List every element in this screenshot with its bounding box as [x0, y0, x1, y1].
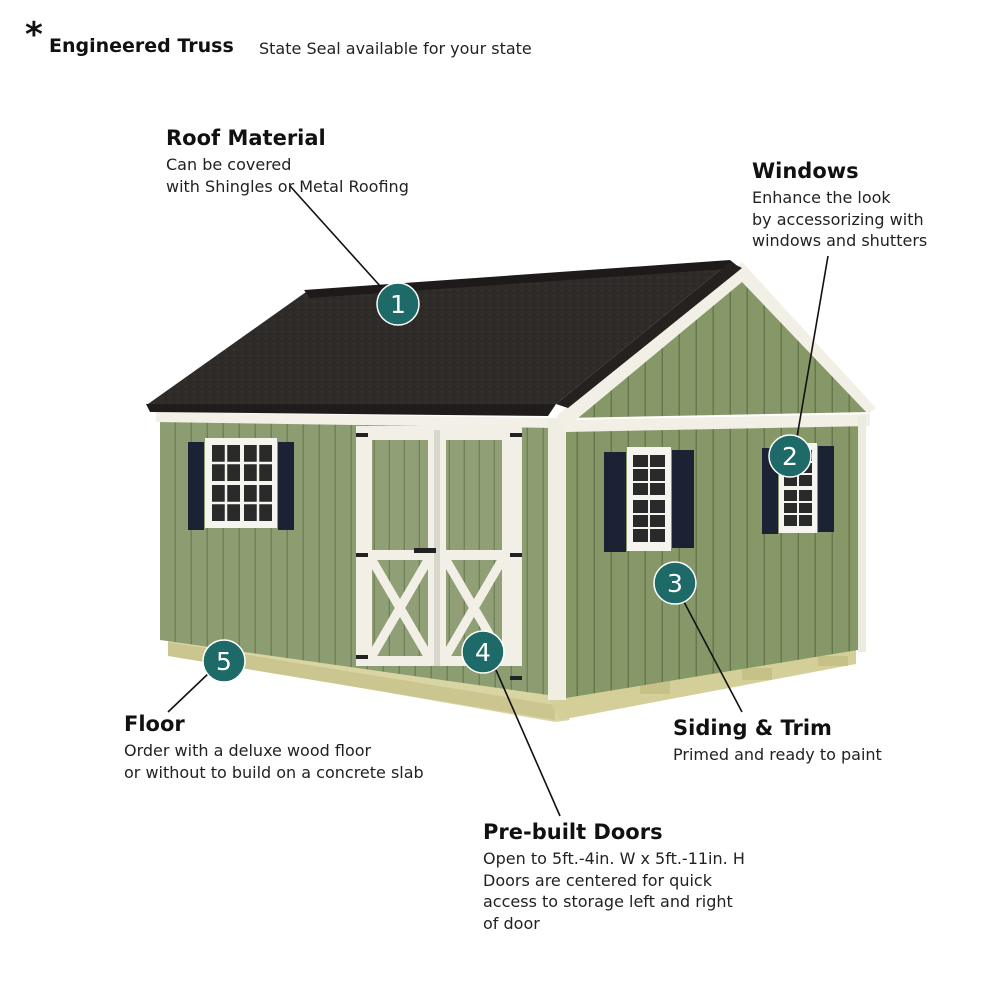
callout-roof-material: Roof Material Can be covered with Shingl… — [166, 126, 409, 197]
pre-built-doors-line-1: Open to 5ft.-4in. W x 5ft.-11in. H — [483, 849, 745, 868]
pre-built-doors-line-3: access to storage left and right — [483, 892, 733, 911]
marker-2-number: 2 — [782, 442, 798, 471]
callout-siding-trim: Siding & Trim Primed and ready to paint — [673, 716, 882, 766]
callout-floor: Floor Order with a deluxe wood floor or … — [124, 712, 424, 783]
floor-title: Floor — [124, 712, 185, 736]
leader-line-roof — [289, 185, 382, 288]
callout-windows: Windows Enhance the look by accessorizin… — [752, 159, 927, 252]
windows-line-2: by accessorizing with — [752, 209, 924, 229]
windows-line-1: Enhance the look — [752, 188, 891, 207]
side-window-1 — [604, 447, 694, 552]
leader-line-windows — [796, 255, 829, 438]
roof-material-title: Roof Material — [166, 126, 326, 150]
marker-4-number: 4 — [475, 638, 491, 667]
marker-5-number: 5 — [216, 647, 232, 676]
floor-line-2: or without to build on a concrete slab — [124, 762, 424, 782]
engineered-truss-title: Engineered Truss — [49, 35, 234, 57]
roof-material-line-1: Can be covered — [166, 155, 292, 174]
pre-built-doors-line-4: of door — [483, 913, 540, 933]
marker-1-number: 1 — [390, 290, 406, 319]
siding-trim-title: Siding & Trim — [673, 716, 832, 740]
windows-title: Windows — [752, 159, 859, 183]
floor-line-1: Order with a deluxe wood floor — [124, 741, 372, 760]
pre-built-doors-line-2: Doors are centered for quick — [483, 870, 712, 890]
marker-5: 5 — [202, 639, 246, 683]
asterisk: * — [25, 15, 43, 55]
pre-built-doors-title: Pre-built Doors — [483, 820, 663, 844]
siding-trim-line-1: Primed and ready to paint — [673, 745, 882, 764]
leader-lines — [167, 185, 829, 817]
marker-2: 2 — [768, 434, 812, 478]
marker-1: 1 — [376, 282, 420, 326]
leader-line-doors — [495, 669, 561, 817]
marker-4: 4 — [461, 630, 505, 674]
leader-line-floor — [167, 671, 211, 713]
windows-line-3: windows and shutters — [752, 231, 928, 250]
state-seal-note: State Seal available for your state — [259, 39, 532, 58]
leader-line-siding — [682, 599, 743, 713]
callout-pre-built-doors: Pre-built Doors Open to 5ft.-4in. W x 5f… — [483, 820, 745, 934]
roof-material-line-2: with Shingles or Metal Roofing — [166, 176, 409, 196]
marker-3: 3 — [653, 561, 697, 605]
marker-3-number: 3 — [667, 569, 683, 598]
left-window — [188, 438, 294, 530]
